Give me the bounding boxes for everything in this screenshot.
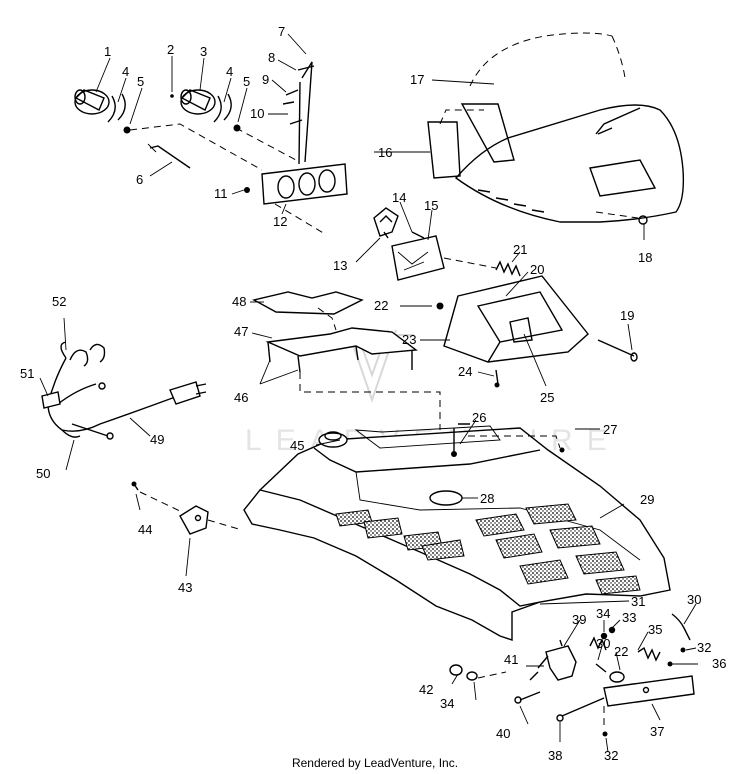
headlight-housing xyxy=(391,231,445,281)
callout-13: 13 xyxy=(333,258,347,273)
gauge-right xyxy=(180,89,216,115)
callout-11: 11 xyxy=(214,186,228,201)
callout-5b: 5 xyxy=(243,74,250,89)
callout-32a: 32 xyxy=(697,640,711,655)
callout-2: 2 xyxy=(167,42,174,57)
windshield-screw xyxy=(595,211,648,225)
hood xyxy=(243,425,671,641)
callout-33: 33 xyxy=(622,610,636,625)
callout-6: 6 xyxy=(136,172,143,187)
callout-47: 47 xyxy=(234,324,248,339)
callout-34b: 34 xyxy=(440,696,454,711)
leader-lines xyxy=(39,33,698,753)
gauge-left xyxy=(74,89,110,115)
callout-37: 37 xyxy=(650,724,664,739)
callout-29: 29 xyxy=(640,492,654,507)
callout-27: 27 xyxy=(603,422,617,437)
windshield-trim xyxy=(427,103,515,179)
wiring-harness xyxy=(41,341,207,440)
callout-32b: 32 xyxy=(604,748,618,763)
callout-20: 20 xyxy=(530,262,544,277)
callout-26: 26 xyxy=(472,410,486,425)
callout-35: 35 xyxy=(648,622,662,637)
pod-screw-24 xyxy=(494,369,500,388)
gauge-bracket xyxy=(244,163,348,205)
callout-46: 46 xyxy=(234,390,248,405)
pod-bolt xyxy=(597,339,638,362)
footer-credit: Rendered by LeadVenture, Inc. xyxy=(291,756,459,770)
top-left-dashes xyxy=(129,123,326,235)
callout-1: 1 xyxy=(104,44,111,59)
callout-19: 19 xyxy=(620,308,634,323)
callout-5a: 5 xyxy=(137,74,144,89)
gauge-clamps xyxy=(107,93,241,134)
hood-hinge-43 xyxy=(131,481,243,535)
callout-50: 50 xyxy=(36,466,50,481)
callout-39: 39 xyxy=(572,612,586,627)
callout-30b: 30 xyxy=(596,636,610,651)
callout-14: 14 xyxy=(392,190,406,205)
callout-15: 15 xyxy=(424,198,438,213)
callout-22a: 22 xyxy=(374,298,388,313)
callout-8: 8 xyxy=(268,50,275,65)
callout-4b: 4 xyxy=(226,64,233,79)
callout-28: 28 xyxy=(480,491,494,506)
latch-assembly xyxy=(514,613,695,737)
headlight-bulb xyxy=(373,207,399,239)
hinge-fasteners-left xyxy=(449,664,507,681)
callout-3: 3 xyxy=(200,44,207,59)
callout-44: 44 xyxy=(138,522,152,537)
callout-12: 12 xyxy=(273,214,287,229)
callout-40: 40 xyxy=(496,726,510,741)
callout-30a: 30 xyxy=(687,592,701,607)
callout-10: 10 xyxy=(250,106,264,121)
callout-22b: 22 xyxy=(614,644,628,659)
callout-4a: 4 xyxy=(122,64,129,79)
callout-34a: 34 xyxy=(596,606,610,621)
callout-36: 36 xyxy=(712,656,726,671)
callout-23: 23 xyxy=(402,332,416,347)
callout-31: 31 xyxy=(631,594,645,609)
windshield xyxy=(454,32,685,223)
hood-pod xyxy=(436,275,589,363)
gauge-cable xyxy=(147,143,191,169)
callout-38: 38 xyxy=(548,748,562,763)
callout-48: 48 xyxy=(232,294,246,309)
callout-41: 41 xyxy=(504,652,518,667)
callout-43: 43 xyxy=(178,580,192,595)
callout-52: 52 xyxy=(52,294,66,309)
headlight-spring xyxy=(443,257,521,277)
hood-fasteners xyxy=(451,423,565,457)
callout-7: 7 xyxy=(278,24,285,39)
callout-18: 18 xyxy=(638,250,652,265)
callout-51: 51 xyxy=(20,366,34,381)
callout-42: 42 xyxy=(419,682,433,697)
callout-17: 17 xyxy=(410,72,424,87)
callout-49: 49 xyxy=(150,432,164,447)
callout-45: 45 xyxy=(290,438,304,453)
callout-16: 16 xyxy=(378,145,392,160)
panel-48 xyxy=(252,291,364,315)
callout-21: 21 xyxy=(513,242,527,257)
bracket-strip-and-screws xyxy=(282,61,315,165)
callouts: 1 2 3 4 4 5 5 6 7 8 9 10 11 12 13 14 15 … xyxy=(20,24,726,763)
callout-25: 25 xyxy=(540,390,554,405)
bracket-47 xyxy=(265,307,441,430)
callout-24: 24 xyxy=(458,364,472,379)
callout-9: 9 xyxy=(262,72,269,87)
